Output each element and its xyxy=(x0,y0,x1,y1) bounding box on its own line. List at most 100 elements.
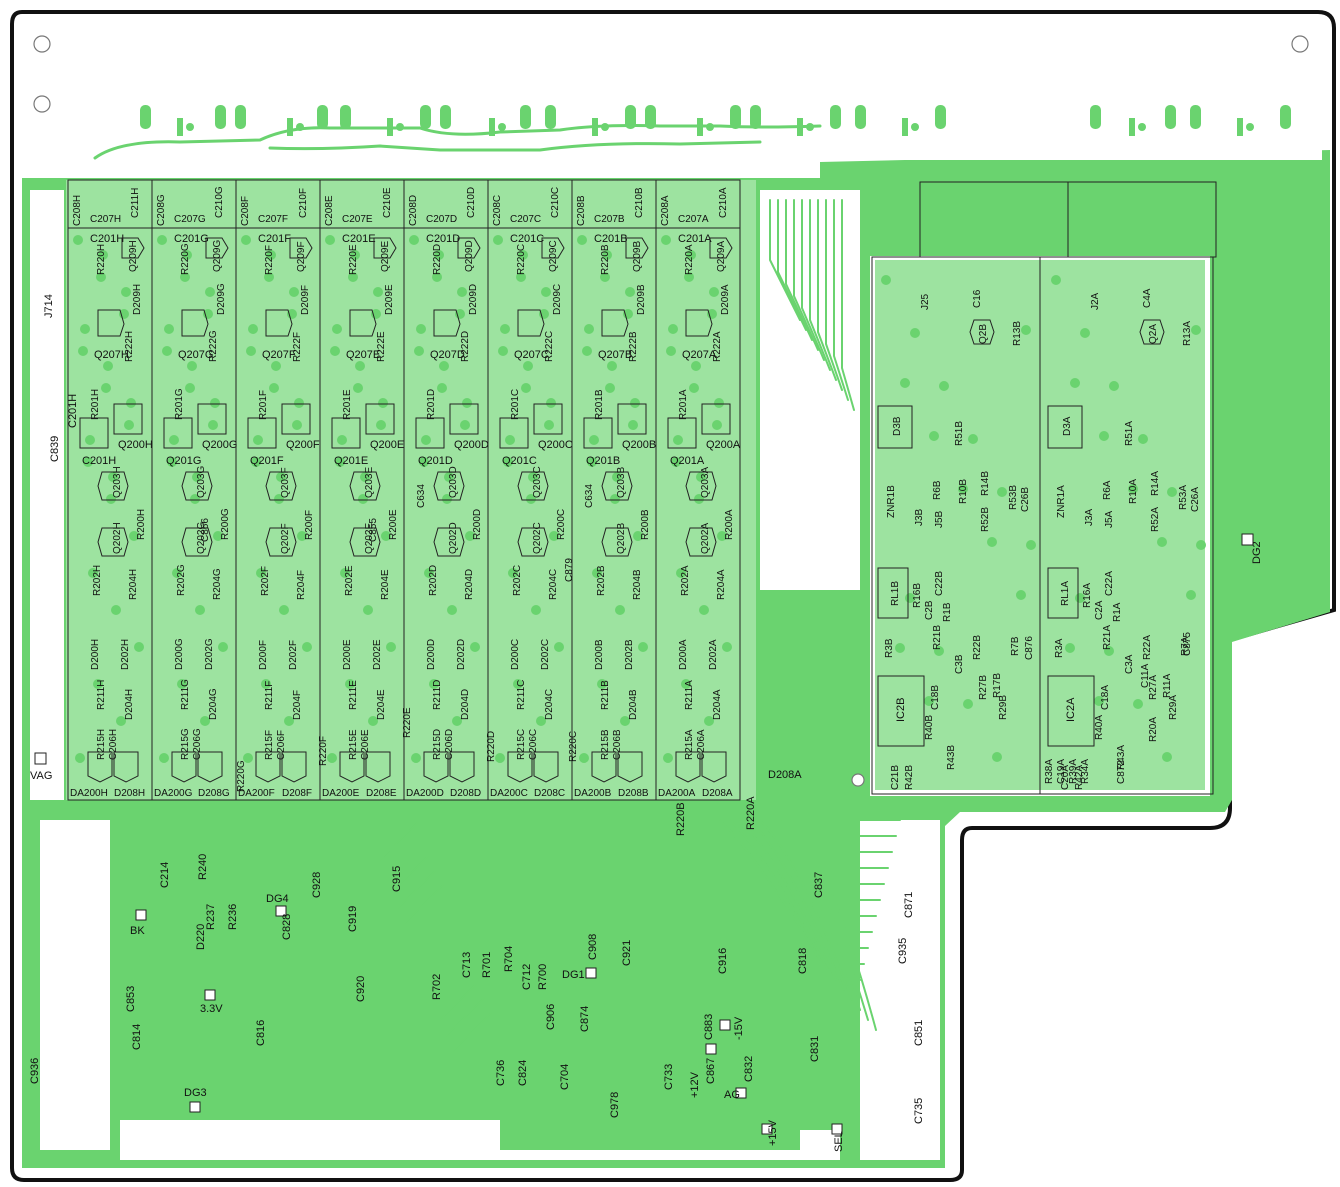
signal-trace xyxy=(739,819,837,981)
label-r27: R27B xyxy=(978,675,989,700)
label-c733: C733 xyxy=(663,1064,675,1090)
label-c3: C3B xyxy=(954,654,965,674)
diode-array-da200 xyxy=(675,751,701,783)
label-c206: C206C xyxy=(528,729,539,760)
label-r201: R201F xyxy=(258,390,269,420)
label-ag: AG xyxy=(724,1089,740,1101)
pad xyxy=(134,642,144,652)
via xyxy=(498,123,506,131)
label-r27: R27A xyxy=(1148,675,1159,700)
bus-trace xyxy=(149,931,873,973)
label-r222: R222E xyxy=(376,331,387,362)
diode-array-da200 xyxy=(591,751,617,783)
pad xyxy=(620,716,630,726)
label-q201: Q201E xyxy=(334,455,368,467)
pad xyxy=(1157,537,1167,547)
signal-trace xyxy=(785,199,813,341)
pad xyxy=(218,642,228,652)
pad xyxy=(1080,328,1090,338)
label-d204: D204E xyxy=(376,689,387,720)
label-c206: C206D xyxy=(444,729,455,760)
pad xyxy=(360,472,370,482)
transistor-q203 xyxy=(97,471,129,501)
pad xyxy=(210,398,220,408)
label-r220: R220B xyxy=(600,244,611,275)
transistor-q201 xyxy=(667,417,697,449)
label-r204: R204H xyxy=(128,569,139,600)
connector-pad xyxy=(440,105,451,129)
signal-trace xyxy=(769,819,861,1011)
label-c201: C201F xyxy=(258,233,291,245)
label-c22: C22A xyxy=(1104,571,1115,596)
testpoint-p12v xyxy=(705,1043,717,1055)
label-r700: R700 xyxy=(537,964,549,990)
label-r201: R201H xyxy=(90,389,101,420)
label-r201: R201D xyxy=(426,389,437,420)
label-d3: D3B xyxy=(892,416,903,436)
pad xyxy=(103,361,113,371)
pad xyxy=(592,568,602,578)
pad xyxy=(579,753,589,763)
label-d204: D204C xyxy=(544,689,555,720)
label-q207: Q207D xyxy=(430,349,465,361)
signal-trace xyxy=(749,819,845,991)
label-r215: R215H xyxy=(96,729,107,760)
label-d208: D208H xyxy=(114,788,145,799)
pad xyxy=(610,494,620,504)
label-d202: D202F xyxy=(288,640,299,670)
connector-pad xyxy=(645,105,656,129)
pad xyxy=(444,472,454,482)
pad xyxy=(462,398,472,408)
pad xyxy=(373,287,383,297)
transistor-q201 xyxy=(247,417,277,449)
pad xyxy=(350,250,360,260)
label-c210: C210F xyxy=(298,188,309,218)
label-r6: R6B xyxy=(932,480,943,500)
label-d204: D204G xyxy=(208,688,219,720)
label-r220: R220H xyxy=(96,244,107,275)
label-c210: C211H xyxy=(130,188,141,218)
testpoint-sel xyxy=(831,1123,843,1135)
pad xyxy=(523,361,533,371)
label-c2: C2B xyxy=(924,600,935,620)
bus-trace xyxy=(149,867,889,909)
label-d204: D204D xyxy=(460,689,471,720)
pad xyxy=(452,716,462,726)
pad xyxy=(630,398,640,408)
label-r220: R220A xyxy=(684,244,695,275)
label-d209: D209G xyxy=(216,283,227,315)
pad xyxy=(421,435,431,445)
pad xyxy=(368,716,378,726)
transistor-q203 xyxy=(433,471,465,501)
label-r200: R200G xyxy=(220,508,231,540)
pad xyxy=(1109,381,1119,391)
connector-pad xyxy=(625,105,636,129)
label-q202: Q202B xyxy=(616,523,627,554)
diode-array-da200 xyxy=(255,751,281,783)
pad xyxy=(673,435,683,445)
label-c18: C18B xyxy=(930,685,941,710)
transistor-q209 xyxy=(625,237,649,259)
bus-trace xyxy=(149,1027,849,1069)
label-r202: R202D xyxy=(428,565,439,596)
bus-trace xyxy=(149,899,881,941)
label-r220a: R220A xyxy=(745,796,757,830)
connector-pin xyxy=(1237,118,1243,136)
diode-d208 xyxy=(617,751,643,783)
label-r22: R22A xyxy=(1142,635,1153,660)
connector-pad xyxy=(420,105,431,129)
pad xyxy=(1051,275,1061,285)
label-c871: C871 xyxy=(903,892,915,918)
transistor-q207 xyxy=(181,309,209,337)
pad xyxy=(1065,643,1075,653)
label-c206: C206B xyxy=(612,729,623,760)
pad xyxy=(432,272,442,282)
pad xyxy=(600,272,610,282)
transistor-q201 xyxy=(499,417,529,449)
label-q209: Q209H xyxy=(128,240,139,272)
pad xyxy=(172,568,182,578)
transistor-q202 xyxy=(265,527,297,557)
label-c206: C206E xyxy=(360,729,371,760)
